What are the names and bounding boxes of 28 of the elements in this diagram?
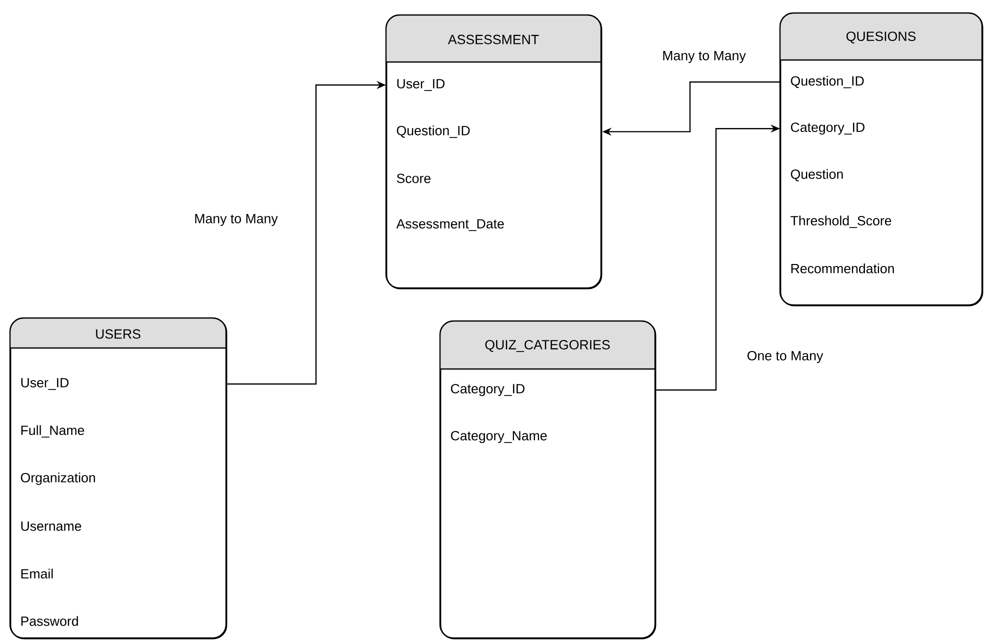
- field-name: Category_ID: [790, 122, 864, 135]
- entity-table: [779, 12, 984, 306]
- table-header: ASSESSMENT: [448, 34, 539, 44]
- table-header: QUIZ_CATEGORIES: [485, 340, 610, 352]
- edge-label: Many to Many: [195, 214, 278, 226]
- entity-table: [385, 14, 602, 290]
- edge-label: One to Many: [747, 350, 824, 364]
- field-name: Organization: [20, 472, 95, 486]
- field-name: User_ID: [397, 79, 445, 91]
- field-name: Question: [790, 169, 843, 182]
- entity-table: [439, 320, 656, 640]
- field-name: Username: [21, 522, 82, 531]
- field-name: Recommendation: [791, 264, 894, 274]
- field-name: Question_ID: [790, 76, 864, 88]
- field-name: Password: [21, 616, 78, 626]
- table-header: QUESIONS: [846, 32, 916, 44]
- edge-label: Many to Many: [663, 51, 746, 63]
- field-name: Assessment_Date: [396, 219, 504, 232]
- field-name: Category_Name: [450, 430, 547, 444]
- entity-table: [9, 317, 228, 640]
- field-name: Category_ID: [450, 384, 524, 396]
- field-name: Email: [21, 568, 53, 578]
- field-name: Score: [396, 174, 430, 184]
- field-name: Full_Name: [21, 425, 84, 438]
- field-name: Question_ID: [396, 126, 470, 138]
- table-header: USERS: [96, 329, 140, 339]
- field-name: User_ID: [21, 378, 69, 390]
- field-name: Threshold_Score: [790, 216, 892, 228]
